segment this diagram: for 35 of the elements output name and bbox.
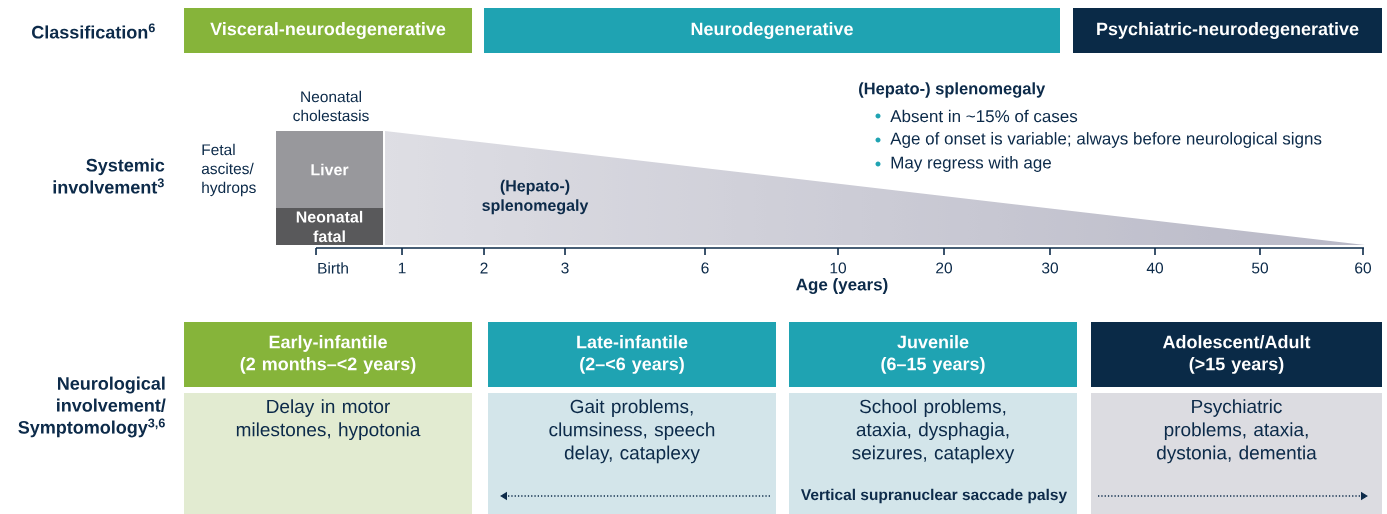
tick-label: 10 — [830, 262, 846, 274]
tick-label: 50 — [1252, 262, 1268, 274]
tick-label: 30 — [1042, 262, 1058, 274]
fatal-box: Neonatal fatal — [276, 208, 383, 245]
stage-header: Adolescent/Adult (>15 years) — [1091, 322, 1382, 387]
bullet-item: May regress with age — [875, 156, 1051, 172]
tick-label: 60 — [1355, 262, 1371, 274]
callout-heading: (Hepato-) splenomegaly — [859, 82, 1046, 98]
tick-label: 2 — [480, 262, 488, 274]
stage-header: Early-infantile (2 months–<2 years) — [184, 322, 472, 387]
category-bar: Psychiatric-neurodegenerative — [1073, 8, 1382, 53]
annotation-text: Neonatal cholestasis — [293, 90, 369, 122]
tick-label: 40 — [1146, 262, 1163, 274]
bullet-item: Absent in ~15% of cases — [875, 109, 1078, 123]
symptom-box: Gait problems, clumsiness, speech delay, cataplexy — [488, 393, 776, 514]
bullet-item: Age of onset is variable; always before neurological signs — [875, 132, 1322, 148]
symptom-box: Psychiatric problems, ataxia, dystonia, dementia — [1091, 393, 1382, 514]
stage-header: Late-infantile (2–<6 years) — [488, 322, 776, 387]
tick-label: Birth — [318, 262, 348, 274]
tick-label: 6 — [701, 262, 709, 274]
tick-label: 1 — [398, 262, 406, 274]
row-heading: Classification$^{6}$ — [32, 23, 155, 39]
splenomegaly-wedge: (Hepato-) splenomegaly — [482, 179, 589, 215]
tick-label: 3 — [561, 262, 569, 274]
stage-header: Juvenile (6–15 years) — [789, 322, 1077, 387]
category-bar: Neurodegenerative — [484, 8, 1060, 53]
axis-title: Age (years) — [796, 278, 888, 294]
category-bar: Visceral-neurodegenerative — [184, 8, 472, 53]
annotation-text: Fetal ascites/ hydrops — [201, 143, 256, 197]
symptom-box: Delay in motor milestones, hypotonia — [184, 393, 472, 514]
row-heading: Systemic involvement$^{3}$ — [53, 158, 165, 194]
arrow-label: Vertical supranuclear saccade palsy — [801, 488, 1067, 504]
row-heading: Neurological involvement/ Symptomology$^{3,6}$ — [18, 376, 166, 438]
liver-box: Liver — [276, 131, 383, 208]
tick-label: 20 — [936, 262, 952, 274]
